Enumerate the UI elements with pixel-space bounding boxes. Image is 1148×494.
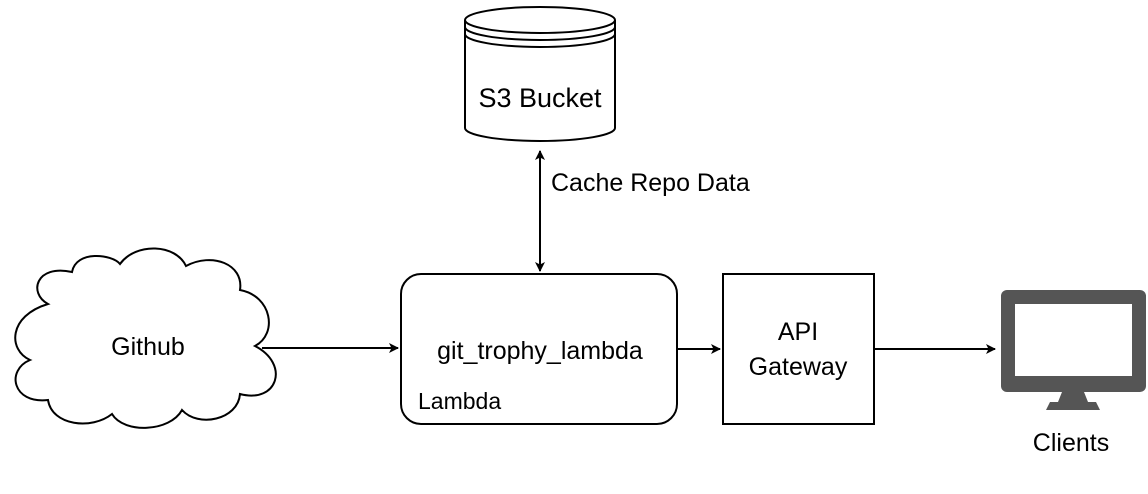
github-node[interactable]: Github — [14, 247, 277, 429]
api-gateway-box — [722, 273, 875, 425]
clients-label: Clients — [1033, 429, 1109, 457]
s3-bucket-top — [464, 6, 616, 34]
clients-node[interactable]: Clients — [1001, 290, 1146, 457]
s3-bucket-ring-2 — [464, 33, 616, 48]
lambda-node[interactable]: git_trophy_lambda Lambda — [400, 273, 678, 425]
s3-bucket-ring-1 — [464, 26, 616, 41]
lambda-type-label: Lambda — [418, 388, 501, 414]
api-gateway-label-line1: API — [778, 318, 818, 346]
github-label: Github — [111, 333, 185, 361]
cache-edge-label: Cache Repo Data — [551, 169, 750, 197]
s3-bucket-node[interactable]: S3 Bucket — [464, 6, 616, 142]
cloud-icon — [14, 247, 277, 429]
s3-bucket-body — [464, 20, 616, 142]
s3-bucket-label: S3 Bucket — [478, 83, 602, 113]
lambda-label: git_trophy_lambda — [437, 337, 643, 365]
api-gateway-node[interactable]: API Gateway — [722, 273, 875, 425]
monitor-icon — [1001, 290, 1146, 410]
api-gateway-label-line2: Gateway — [749, 353, 848, 381]
